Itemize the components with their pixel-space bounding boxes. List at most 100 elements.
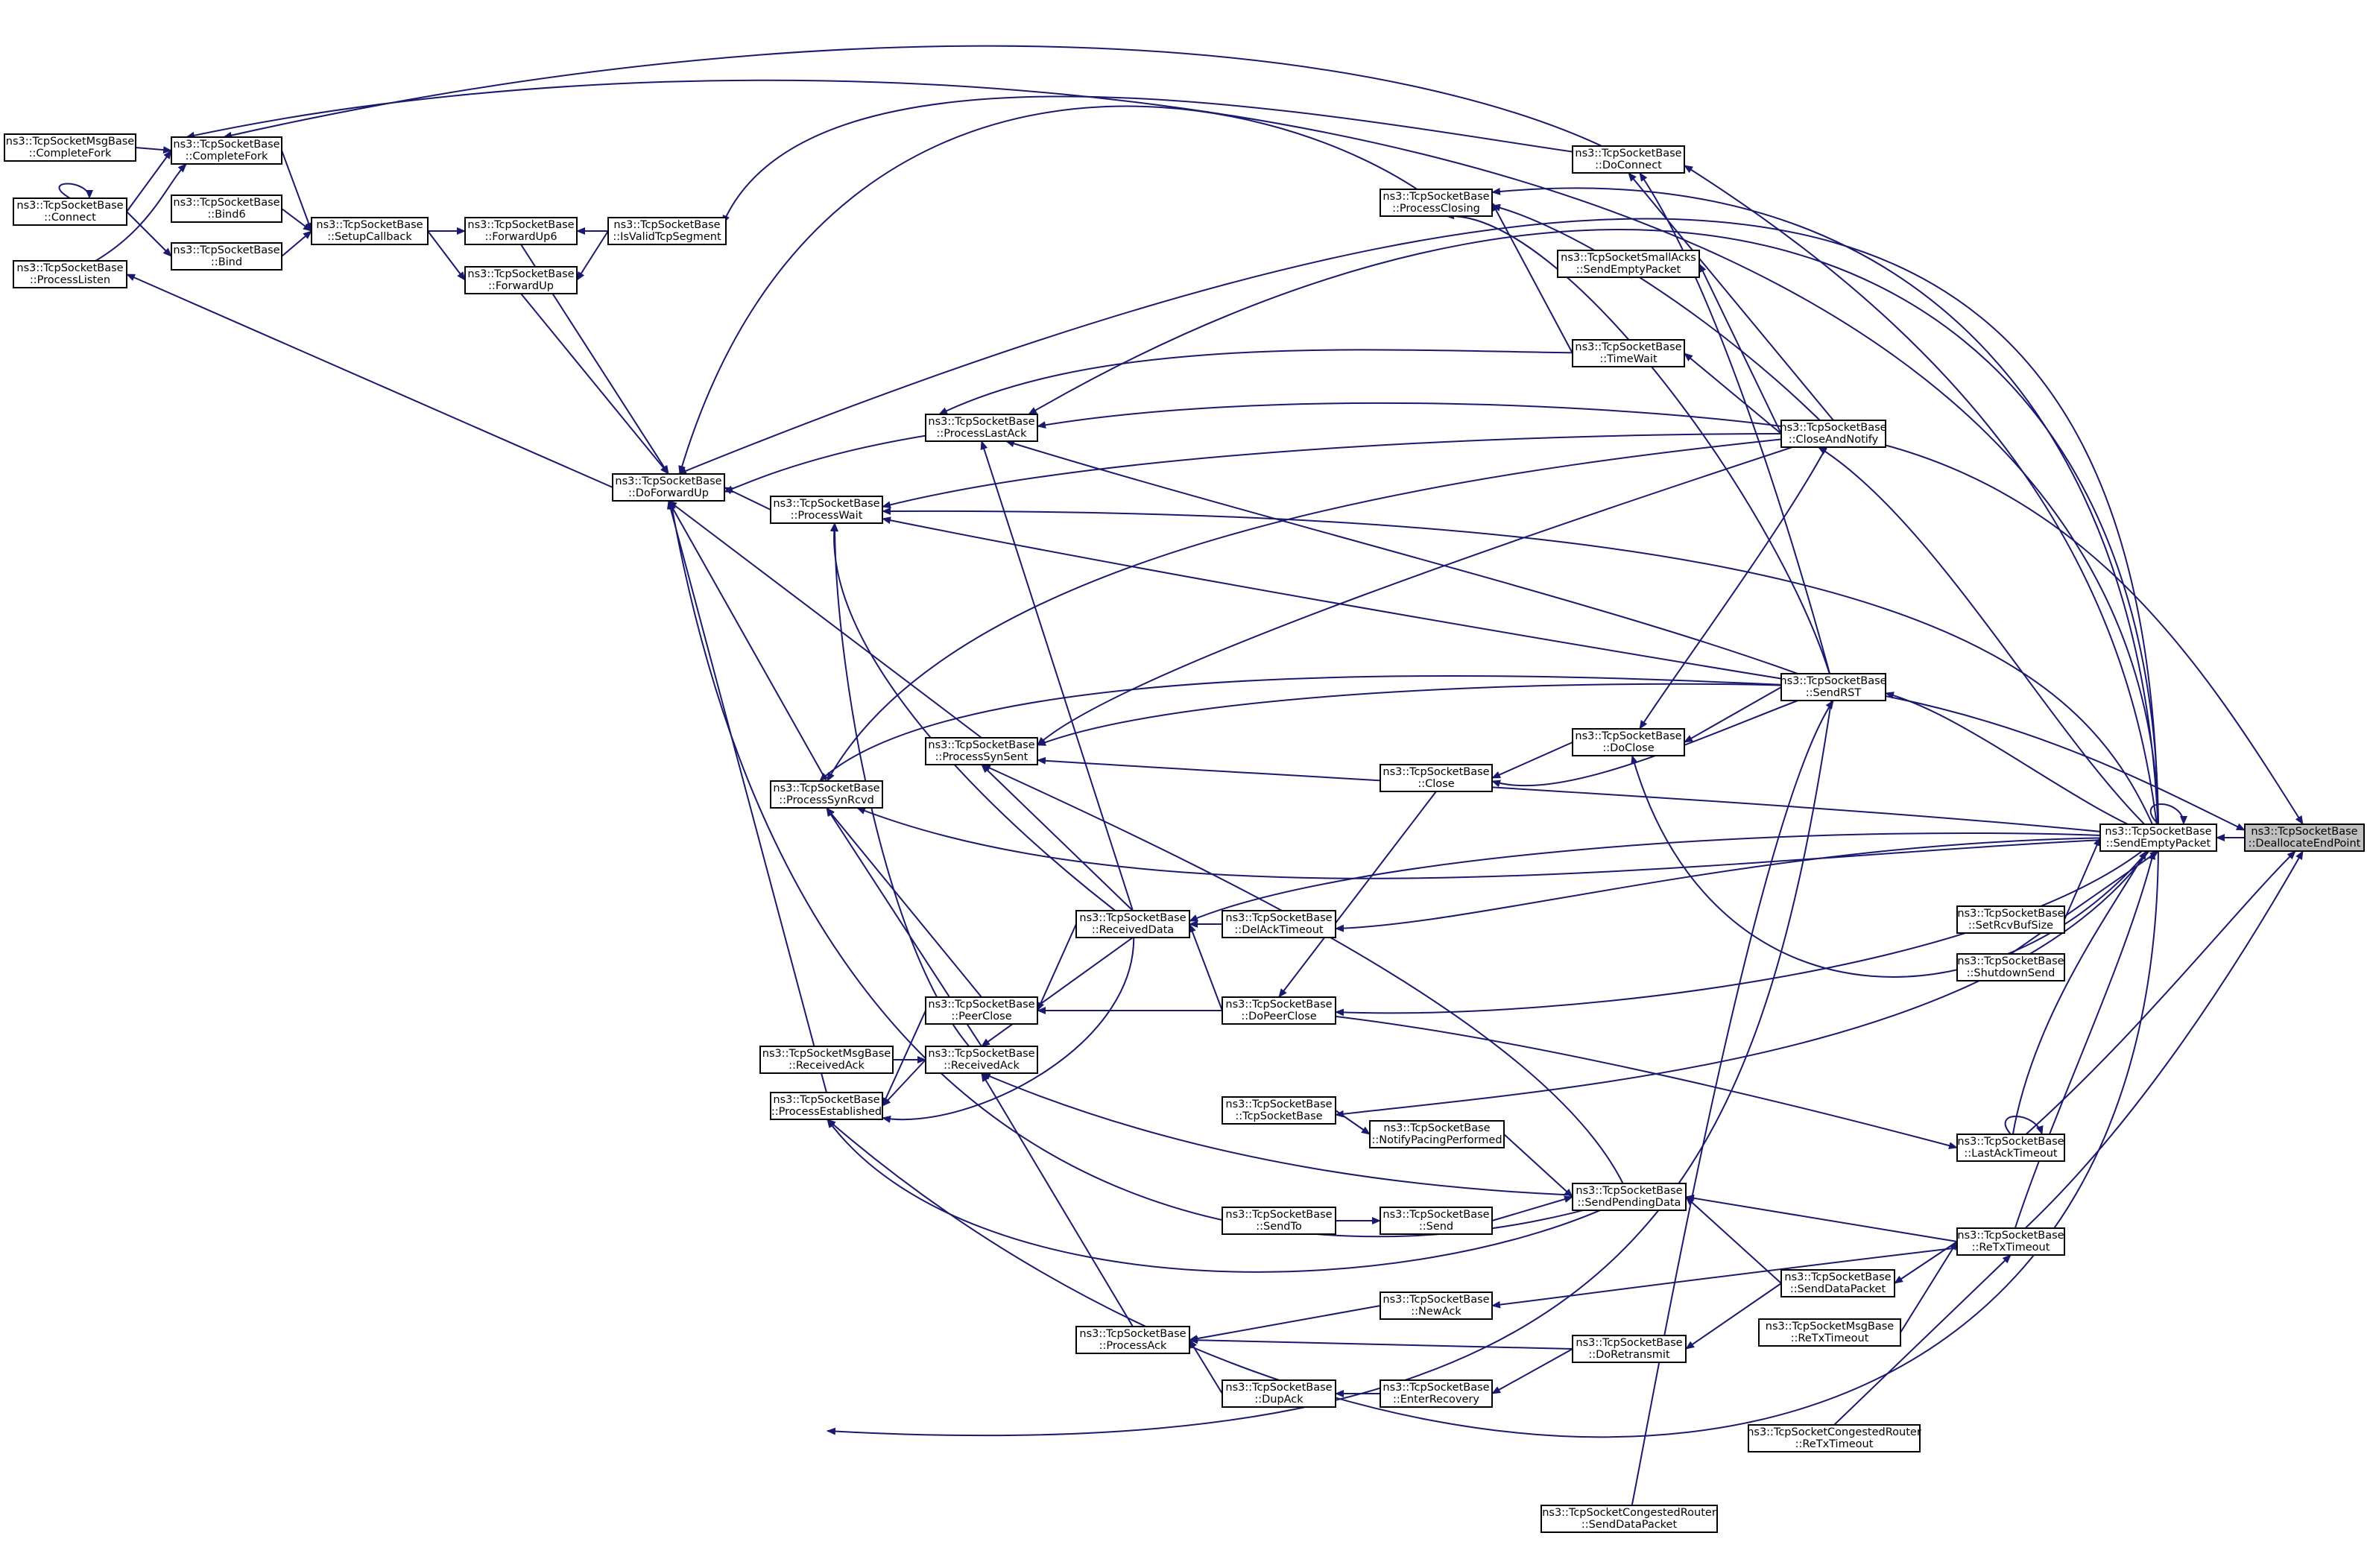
edge-closenotify-to-timewait (1684, 353, 1782, 434)
node-label-line1: ns3::TcpSocketBase (773, 1094, 879, 1106)
node-retxtimeout[interactable]: ns3::TcpSocketBase::ReTxTimeout (1956, 1227, 2065, 1256)
node-box (1748, 1424, 1921, 1452)
node-closenotify[interactable]: ns3::TcpSocketBase::CloseAndNotify (1780, 420, 1887, 448)
node-bind6[interactable]: ns3::TcpSocketBase::Bind6 (171, 195, 282, 223)
node-label-line1: ns3::TcpSocketBase (928, 739, 1034, 751)
node-enterrecovery[interactable]: ns3::TcpSocketBase::EnterRecovery (1380, 1379, 1493, 1408)
node-dealloc[interactable]: ns3::TcpSocketBase::DeallocateEndPoint (2244, 823, 2365, 852)
edge-sendrst-to-processsynsent (1037, 683, 1834, 746)
node-doconnect[interactable]: ns3::TcpSocketBase::DoConnect (1572, 145, 1685, 174)
node-processsynsent[interactable]: ns3::TcpSocketBase::ProcessSynSent (925, 737, 1038, 765)
node-processsynrcvd[interactable]: ns3::TcpSocketBase::ProcessSynRcvd (770, 780, 883, 809)
node-shutdownsend[interactable]: ns3::TcpSocketBase::ShutdownSend (1956, 953, 2065, 981)
node-label-line2: ::SetupCallback (327, 231, 412, 243)
node-label-line2: ::NewAck (1411, 1306, 1462, 1318)
node-label-line2: ::ProcessLastAck (936, 428, 1027, 440)
node-delacktimeout[interactable]: ns3::TcpSocketBase::DelAckTimeout (1222, 910, 1336, 938)
edge-newack-to-processack (1189, 1305, 1381, 1342)
node-sendpending[interactable]: ns3::TcpSocketBase::SendPendingData (1572, 1183, 1687, 1211)
node-msgretx[interactable]: ns3::TcpSocketMsgBase::ReTxTimeout (1758, 1318, 1901, 1347)
node-label-line2: ::ReTxTimeout (1795, 1438, 1874, 1450)
edge-sendempty-to-completefork (186, 79, 2160, 838)
node-send[interactable]: ns3::TcpSocketBase::Send (1380, 1207, 1493, 1235)
node-msgcompletefork[interactable]: ns3::TcpSocketMsgBase::CompleteFork (4, 133, 136, 162)
node-doclose[interactable]: ns3::TcpSocketBase::DoClose (1572, 728, 1685, 756)
edge-receiveddata-to-processsynsent (981, 764, 1134, 911)
node-lastacktimeout[interactable]: ns3::TcpSocketBase::LastAckTimeout (1956, 1134, 2065, 1162)
node-congsend[interactable]: ns3::TcpSocketCongestedRouter::SendDataP… (1540, 1505, 1718, 1533)
node-label-line2: ::LastAckTimeout (1964, 1148, 2058, 1160)
edge-sendrst-to-close (1491, 686, 1834, 788)
edge-sendrst-to-processclosing (1445, 212, 1834, 688)
edge-closenotify-to-doclose (1639, 433, 1834, 730)
node-sendrst[interactable]: ns3::TcpSocketBase::SendRST (1780, 673, 1887, 701)
node-label-line2: ::SendEmptyPacket (2106, 838, 2211, 850)
edge-sendrst-to-doclose (1684, 686, 1782, 743)
node-setupcallback[interactable]: ns3::TcpSocketBase::SetupCallback (311, 217, 429, 245)
node-receivedack[interactable]: ns3::TcpSocketBase::ReceivedAck (925, 1046, 1038, 1074)
node-ctor[interactable]: ns3::TcpSocketBase::TcpSocketBase (1222, 1096, 1336, 1125)
node-sendempty[interactable]: ns3::TcpSocketBase::SendEmptyPacket (2099, 823, 2217, 852)
edge-sendpending-to-doforwardup (669, 500, 1630, 1238)
node-smallacks[interactable]: ns3::TcpSocketSmallAcks::SendEmptyPacket (1557, 250, 1700, 278)
edge-receiveddata-to-processlastack (980, 440, 1134, 911)
node-forwardup6[interactable]: ns3::TcpSocketBase::ForwardUp6 (464, 217, 578, 245)
node-label-line2: ::DelAckTimeout (1234, 924, 1323, 936)
node-peerclose[interactable]: ns3::TcpSocketBase::PeerClose (925, 996, 1038, 1025)
node-isvalid[interactable]: ns3::TcpSocketBase::IsValidTcpSegment (607, 217, 727, 245)
node-forwardup[interactable]: ns3::TcpSocketBase::ForwardUp (464, 266, 578, 294)
node-doforwardup[interactable]: ns3::TcpSocketBase::DoForwardUp (612, 473, 725, 502)
node-timewait[interactable]: ns3::TcpSocketBase::TimeWait (1572, 339, 1685, 367)
node-box (1380, 1379, 1493, 1408)
node-label-line1: ns3::TcpSocketMsgBase (6, 136, 135, 148)
node-senddatapacket[interactable]: ns3::TcpSocketBase::SendDataPacket (1780, 1269, 1895, 1297)
node-processwait[interactable]: ns3::TcpSocketBase::ProcessWait (770, 496, 883, 524)
node-label-line1: ns3::TcpSocketBase (1383, 1122, 1490, 1134)
node-label-line1: ns3::TcpSocketBase (173, 244, 279, 256)
node-close[interactable]: ns3::TcpSocketBase::Close (1380, 764, 1493, 792)
node-label-line1: ns3::TcpSocketMsgBase (1766, 1321, 1895, 1333)
node-receiveddata[interactable]: ns3::TcpSocketBase::ReceivedData (1075, 910, 1190, 938)
node-label-line2: ::Bind (211, 256, 242, 268)
node-newack[interactable]: ns3::TcpSocketBase::NewAck (1380, 1292, 1493, 1320)
node-processlastack[interactable]: ns3::TcpSocketBase::ProcessLastAck (925, 414, 1038, 442)
node-box (1572, 145, 1685, 174)
node-dopeerclose[interactable]: ns3::TcpSocketBase::DoPeerClose (1222, 996, 1336, 1025)
node-box (770, 496, 883, 524)
edge-processack-to-receivedack (981, 1072, 1134, 1327)
node-setrcvbuf[interactable]: ns3::TcpSocketBase::SetRcvBufSize (1956, 905, 2065, 934)
node-sendto[interactable]: ns3::TcpSocketBase::SendTo (1222, 1207, 1336, 1235)
node-congretx[interactable]: ns3::TcpSocketCongestedRouter::ReTxTimeo… (1747, 1424, 1921, 1452)
node-msgreceivedack[interactable]: ns3::TcpSocketMsgBase::ReceivedAck (759, 1046, 894, 1074)
edge-processlastack-to-doforwardup (724, 427, 982, 493)
edge-ctor-to-notifypacing (1335, 1110, 1371, 1135)
node-label-line2: ::NotifyPacingPerformed (1371, 1134, 1502, 1146)
node-processack[interactable]: ns3::TcpSocketBase::ProcessAck (1075, 1326, 1190, 1354)
node-label-line1: ns3::TcpSocketBase (1225, 999, 1332, 1011)
edge-setrcvbuf-to-sendempty (2064, 837, 2101, 920)
node-notifypacing[interactable]: ns3::TcpSocketBase::NotifyPacingPerforme… (1369, 1120, 1505, 1148)
node-bind[interactable]: ns3::TcpSocketBase::Bind (171, 242, 282, 271)
node-dupack[interactable]: ns3::TcpSocketBase::DupAck (1222, 1379, 1336, 1408)
edge-closenotify-to-dealloc (1833, 433, 2304, 825)
edge-sendempty-to-closenotify (1818, 446, 2159, 838)
node-label-line2: ::SendRST (1806, 687, 1862, 699)
edge-sendpending-to-processsynsent (982, 764, 1630, 1198)
edge-bind6-to-setupcallback (281, 208, 312, 232)
node-label-line2: ::ProcessWait (791, 510, 863, 522)
node-processclosing[interactable]: ns3::TcpSocketBase::ProcessClosing (1380, 189, 1493, 217)
node-label-line1: ns3::TcpSocketBase (1957, 955, 2064, 967)
node-processlisten[interactable]: ns3::TcpSocketBase::ProcessListen (13, 260, 127, 288)
node-box (311, 217, 429, 245)
node-connect[interactable]: ns3::TcpSocketBase::Connect (13, 197, 127, 226)
node-doretransmit[interactable]: ns3::TcpSocketBase::DoRetransmit (1572, 1335, 1687, 1363)
edge-bind-to-setupcallback (281, 230, 312, 257)
node-completefork[interactable]: ns3::TcpSocketBase::CompleteFork (171, 136, 282, 165)
node-label-line2: ::ProcessSynSent (935, 751, 1028, 763)
edge-sendempty-to-processlastack (1028, 229, 2160, 838)
edge-closenotify-to-processwait (882, 432, 1834, 509)
node-processestablished[interactable]: ns3::TcpSocketBase::ProcessEstablished (770, 1092, 883, 1120)
node-label-line1: ns3::TcpSocketBase (1225, 1098, 1332, 1110)
node-label-line1: ns3::TcpSocketBase (1382, 1209, 1489, 1221)
edge-forwardup-to-doforwardup (520, 293, 669, 475)
